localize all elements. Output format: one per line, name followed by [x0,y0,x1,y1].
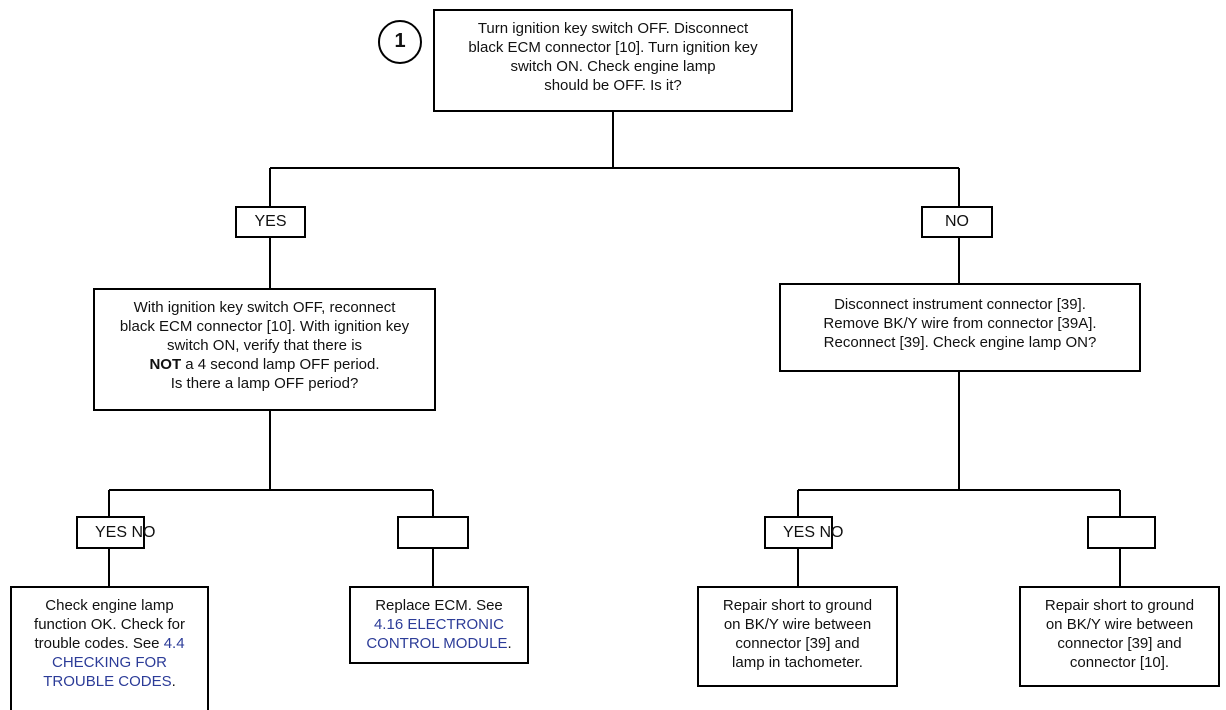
repair-connector-box: Repair short to ground on BK/Y wire betw… [1019,586,1220,687]
right-yes-no-text: YES NO [783,524,844,541]
start-line: switch ON. Check engine lamp [510,58,716,75]
yes-label: YES [235,206,306,238]
right-yes-label: YES NO [764,516,844,549]
repair-tach-line: connector [39] and [735,635,860,652]
yes-branch-line: NOT a 4 second lamp OFF period. [95,355,434,374]
repair-tach-box: Repair short to ground on BK/Y wire betw… [697,586,898,687]
no-branch-line: Reconnect [39]. Check engine lamp ON? [823,334,1097,351]
yes-branch-box: With ignition key switch OFF, reconnect … [93,288,436,411]
replace-ecm-box: Replace ECM. See 4.16 ELECTRONIC CONTROL… [349,586,529,664]
no-branch-line: Remove BK/Y wire from connector [39A]. [823,315,1097,332]
no-label: NO [921,206,993,238]
emphasis-not: NOT [149,356,182,373]
check-lamp-box: Check engine lamp function OK. Check for… [10,586,209,710]
replace-ecm-line: Replace ECM. See [375,597,503,614]
yes-branch-line: Is there a lamp OFF period? [170,375,359,392]
start-line: Turn ignition key switch OFF. Disconnect [477,20,749,37]
yes-label-text: YES [254,213,287,230]
trouble-codes-link[interactable]: TROUBLE CODES [43,673,172,690]
check-lamp-line: function OK. Check for [34,616,185,633]
trouble-codes-link[interactable]: CHECKING FOR [51,654,167,671]
no-label-text: NO [945,213,969,230]
yes-branch-line: black ECM connector [10]. With ignition … [119,318,410,335]
check-lamp-line: TROUBLE CODES. [12,672,207,691]
start-line: should be OFF. Is it? [544,77,682,94]
no-branch-line: Disconnect instrument connector [39]. [834,296,1086,313]
ecm-link[interactable]: CONTROL MODULE [366,635,508,652]
ecm-link[interactable]: 4.16 ELECTRONIC [373,616,505,633]
repair-tach-line: Repair short to ground [722,597,873,614]
repair-connector-line: on BK/Y wire between [1045,616,1194,633]
repair-connector-line: Repair short to ground [1044,597,1195,614]
check-lamp-line: trouble codes. See 4.4 [12,634,207,653]
start-line: black ECM connector [10]. Turn ignition … [468,39,758,56]
repair-tach-line: on BK/Y wire between [723,616,872,633]
left-no-label [397,516,469,549]
left-yes-label: YES NO [76,516,156,549]
trouble-codes-link[interactable]: 4.4 [163,635,185,652]
period: . [171,673,176,690]
repair-tach-line: lamp in tachometer. [732,654,863,671]
start-box: Turn ignition key switch OFF. Disconnect… [433,9,793,112]
yes-branch-line: With ignition key switch OFF, reconnect [133,299,396,316]
period: . [507,635,512,652]
yes-branch-line: switch ON, verify that there is [166,337,363,354]
check-lamp-line: Check engine lamp [45,597,174,614]
yes-branch-line-rest: a 4 second lamp OFF period. [181,356,380,373]
repair-connector-line: connector [10]. [1069,654,1170,671]
repair-connector-line: connector [39] and [1057,635,1182,652]
no-branch-box: Disconnect instrument connector [39]. Re… [779,283,1141,372]
check-lamp-text: trouble codes. See [34,635,164,652]
left-yes-no-text: YES NO [95,524,156,541]
right-no-label [1087,516,1156,549]
step-number-circle: 1 [378,20,422,64]
replace-ecm-line: CONTROL MODULE. [351,634,527,653]
